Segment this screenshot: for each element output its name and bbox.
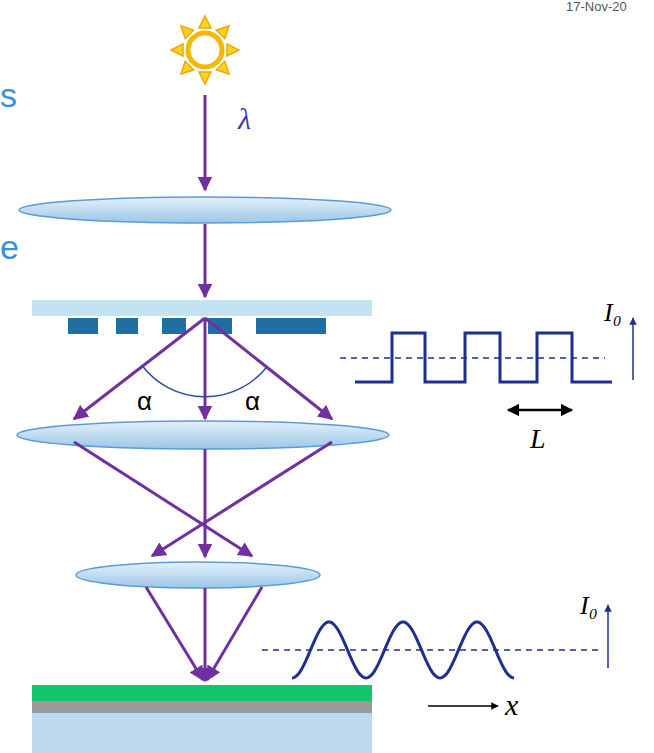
- converging-rays: [74, 442, 332, 557]
- objective-lens: [17, 421, 389, 449]
- wavelength-label: λ: [238, 104, 251, 134]
- date-stamp: 17-Nov-20: [566, 0, 627, 13]
- film-layer: [32, 701, 372, 713]
- light-ray: [204, 95, 207, 190]
- diffracted-rays: [74, 318, 332, 419]
- mean-level: [340, 357, 605, 359]
- image-intensity-profile: [292, 622, 514, 678]
- intensity-label: I₀: [580, 593, 598, 619]
- axis-arrow: [428, 705, 498, 707]
- period-label: L: [530, 425, 546, 453]
- angle-label: α: [245, 388, 260, 414]
- mask-glass: [32, 300, 372, 316]
- intensity-arrow: [607, 605, 609, 668]
- light-source: [171, 16, 239, 84]
- angle-label: α: [137, 388, 152, 414]
- mask-intensity-profile: [355, 333, 612, 382]
- cropped-text: s: [0, 78, 17, 112]
- period-arrow: [508, 409, 572, 412]
- imaging-rays: [146, 587, 262, 681]
- intensity-arrow: [632, 318, 634, 380]
- intensity-label: I₀: [604, 300, 622, 326]
- axis-label: x: [505, 690, 518, 720]
- light-ray: [204, 224, 207, 297]
- projection-lens: [76, 562, 320, 588]
- condenser-lens: [19, 197, 391, 223]
- cropped-text: e: [0, 230, 19, 264]
- mean-level: [262, 649, 600, 651]
- substrate: [32, 713, 372, 753]
- photoresist-layer: [32, 685, 372, 701]
